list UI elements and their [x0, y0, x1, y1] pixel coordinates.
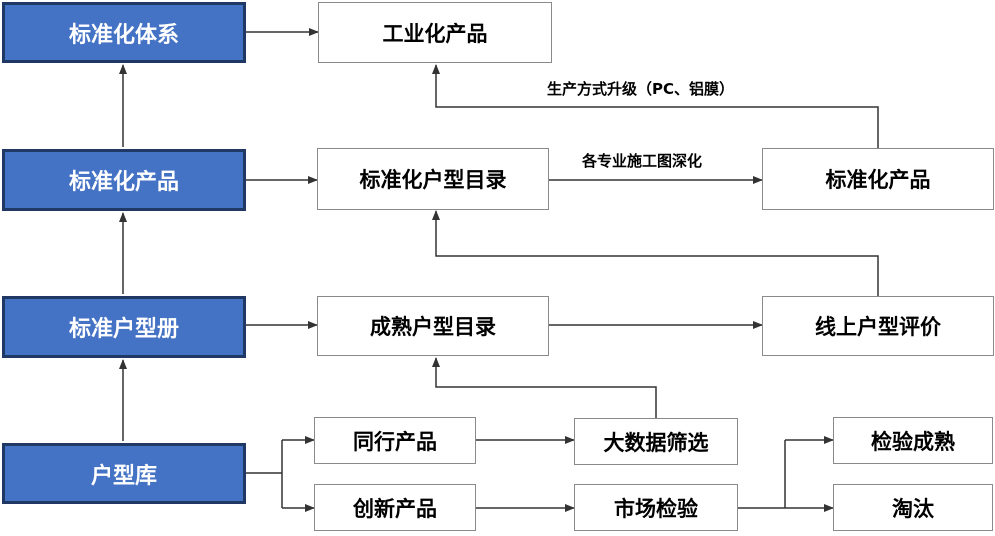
production-upgrade-label: 生产方式升级（PC、铝膜）: [547, 80, 735, 98]
verified-mature-box: 检验成熟: [833, 417, 993, 464]
online-unit-review-box: 线上户型评价: [762, 296, 994, 356]
standard-product-left-label: 标准化产品: [68, 170, 179, 195]
arrow-review-to-catalog: [432, 210, 879, 296]
unit-library-box: 户型库: [2, 443, 246, 504]
innovative-products-label: 创新产品: [353, 496, 437, 521]
eliminated-label: 淘汰: [892, 496, 934, 521]
unit-library-label: 户型库: [90, 463, 157, 489]
standard-unit-catalog-box: 标准化户型目录: [317, 148, 549, 210]
standard-product-right-box: 标准化产品: [762, 148, 994, 210]
standard-system-box: 标准化体系: [2, 2, 246, 63]
mature-unit-catalog-box: 成熟户型目录: [317, 296, 549, 356]
standard-unit-book-label: 标准户型册: [68, 317, 179, 342]
standard-product-right-label: 标准化产品: [825, 168, 931, 192]
standard-unit-catalog-label: 标准化户型目录: [359, 168, 507, 192]
peer-products-label: 同行产品: [353, 429, 437, 454]
big-data-screening-label: 大数据筛选: [603, 430, 709, 455]
market-test-label: 市场检验: [614, 496, 698, 521]
construction-drawing-label: 各专业施工图深化: [582, 152, 703, 170]
standard-product-left-box: 标准化产品: [2, 149, 246, 211]
innovative-products-box: 创新产品: [314, 484, 476, 531]
standard-system-label: 标准化体系: [68, 22, 179, 48]
market-test-box: 市场检验: [574, 484, 738, 531]
industrial-product-box: 工业化产品: [318, 2, 552, 63]
big-data-screening-box: 大数据筛选: [574, 418, 738, 465]
online-unit-review-label: 线上户型评价: [815, 315, 941, 339]
eliminated-box: 淘汰: [833, 484, 993, 531]
peer-products-box: 同行产品: [314, 417, 476, 464]
verified-mature-label: 检验成熟: [871, 429, 955, 454]
arrow-standard-product-to-industrial: [432, 64, 879, 148]
standard-unit-book-box: 标准户型册: [2, 296, 246, 358]
industrial-product-label: 工业化产品: [382, 21, 488, 46]
mature-unit-catalog-label: 成熟户型目录: [370, 315, 496, 339]
arrow-bigdata-to-mature: [432, 357, 657, 418]
